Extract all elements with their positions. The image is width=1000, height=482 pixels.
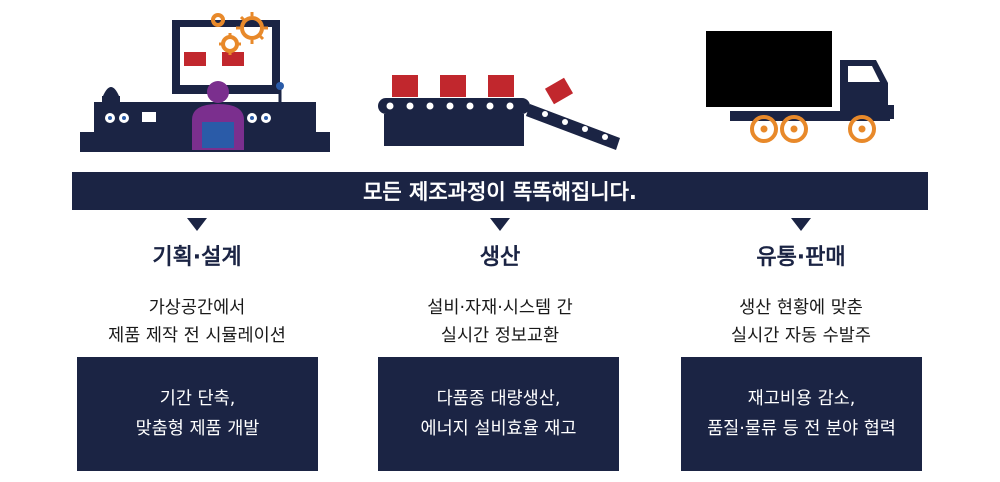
column-title: 생산 (479, 245, 521, 270)
column-distribution: 유통·판매 생산 현황에 맞춘 실시간 자동 수발주 (656, 218, 946, 350)
conveyor-belt-icon (378, 98, 620, 150)
column-title: 기획·설계 (152, 245, 242, 270)
column-title: 유통·판매 (756, 245, 846, 270)
wheel-icon (750, 115, 876, 143)
down-arrow-icon (791, 218, 811, 231)
benefit-box-production: 다품종 대량생산, 에너지 설비효율 재고 (378, 357, 619, 471)
benefit-box-planning: 기간 단축, 맞춤형 제품 개발 (77, 357, 318, 471)
truck-illustration (706, 31, 894, 143)
truck-icon (706, 31, 894, 121)
column-description: 설비·자재·시스템 간 실시간 정보교환 (427, 298, 573, 346)
column-production: 생산 설비·자재·시스템 간 실시간 정보교환 (355, 218, 645, 350)
benefit-box-distribution: 재고비용 감소, 품질·물류 등 전 분야 협력 (681, 357, 922, 471)
headline-text: 모든 제조과정이 똑똑해집니다. (363, 180, 637, 204)
column-description: 가상공간에서 제품 제작 전 시뮬레이션 (108, 298, 286, 346)
headline-banner: 모든 제조과정이 똑똑해집니다. (72, 172, 928, 210)
monitor-icon (172, 20, 280, 94)
down-arrow-icon (490, 218, 510, 231)
down-arrow-icon (187, 218, 207, 231)
box-icon (392, 75, 574, 105)
control-room-illustration (80, 12, 330, 152)
operator-icon (192, 81, 244, 150)
conveyor-illustration (378, 75, 620, 150)
column-planning: 기획·설계 가상공간에서 제품 제작 전 시뮬레이션 (52, 218, 342, 350)
gear-icon (211, 12, 268, 55)
column-description: 생산 현황에 맞춘 실시간 자동 수발주 (731, 298, 871, 346)
